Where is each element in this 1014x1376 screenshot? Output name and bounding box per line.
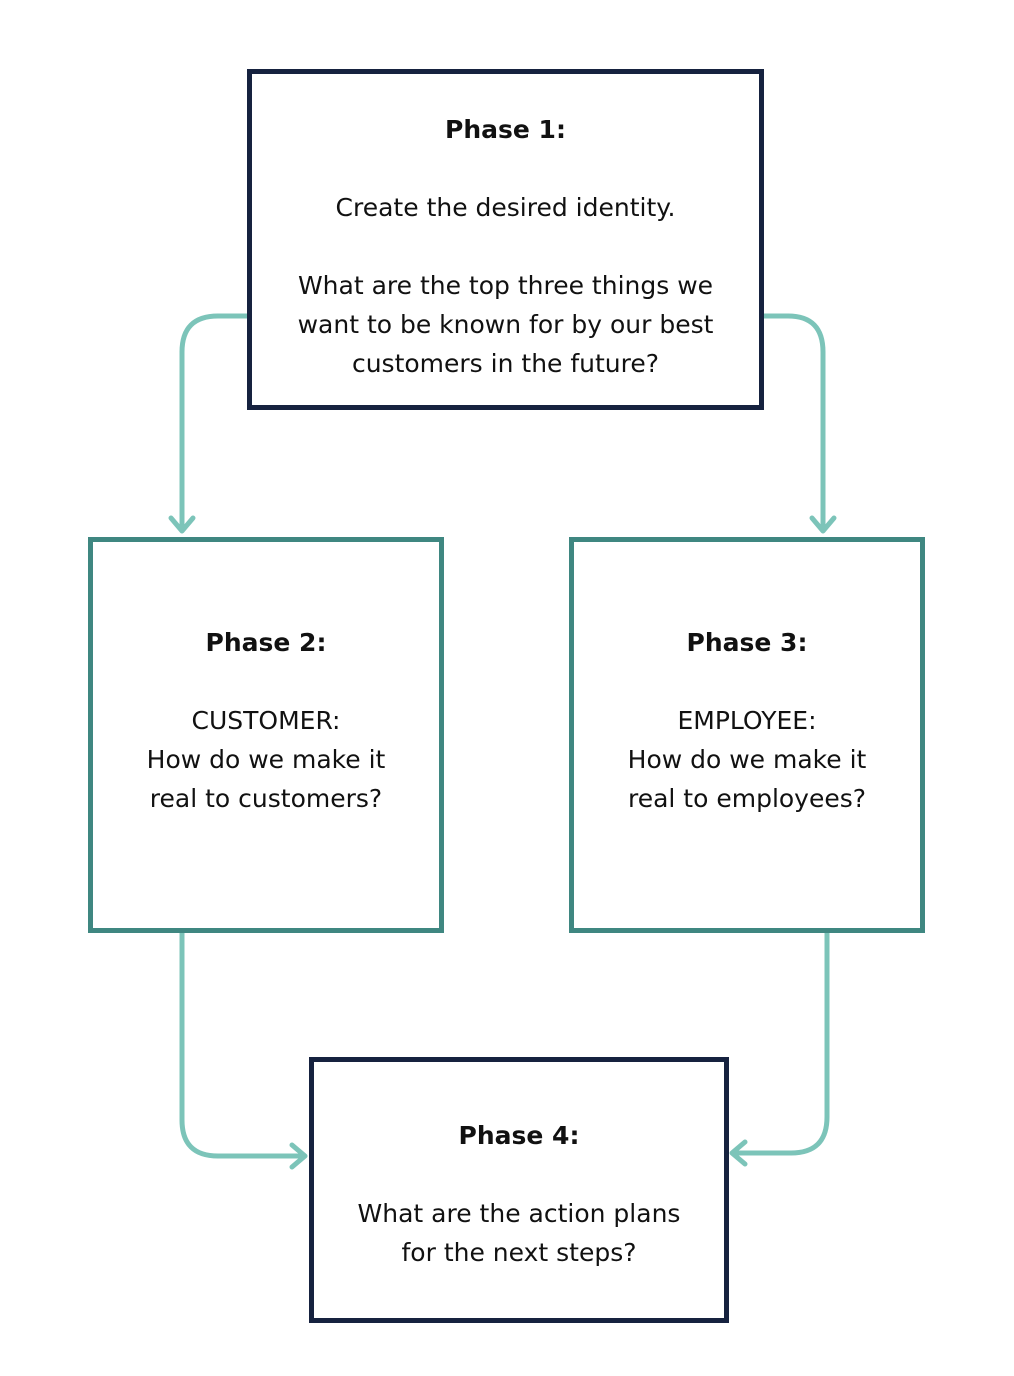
connector-phase2-to-phase4 bbox=[179, 930, 307, 1159]
phase-1-title: Phase 1: bbox=[445, 115, 566, 144]
phase-1-question-line: customers in the future? bbox=[351, 349, 660, 378]
phase-3-question-line: How do we make it bbox=[627, 745, 867, 774]
phase-3-question-line: real to employees? bbox=[627, 784, 867, 813]
arrowhead-phase4-left bbox=[289, 1142, 308, 1170]
phase-3-box: Phase 3: EMPLOYEE: How do we make it rea… bbox=[569, 537, 925, 933]
connector-phase3-to-phase4 bbox=[730, 930, 830, 1156]
phase-2-label: CUSTOMER: bbox=[191, 706, 341, 735]
phase-2-box: Phase 2: CUSTOMER: How do we make it rea… bbox=[88, 537, 444, 933]
phase-2-title: Phase 2: bbox=[205, 628, 327, 657]
phase-1-subtitle: Create the desired identity. bbox=[335, 193, 676, 222]
connector-phase1-to-phase2 bbox=[179, 313, 250, 533]
phase-3-title: Phase 3: bbox=[686, 628, 808, 657]
phase-4-title: Phase 4: bbox=[458, 1121, 580, 1150]
phase-1-box: Phase 1: Create the desired identity. Wh… bbox=[247, 69, 764, 410]
phase-4-question-line: What are the action plans bbox=[357, 1199, 681, 1228]
phase-2-question-line: real to customers? bbox=[149, 784, 383, 813]
phase-4-question-line: for the next steps? bbox=[401, 1238, 637, 1267]
phase-2-question-line: How do we make it bbox=[146, 745, 386, 774]
phase-4-box: Phase 4: What are the action plans for t… bbox=[309, 1057, 729, 1323]
arrowhead-phase2 bbox=[168, 515, 196, 534]
phase-1-question-line: want to be known for by our best bbox=[297, 310, 714, 339]
phase-3-label: EMPLOYEE: bbox=[677, 706, 817, 735]
phase-1-question-line: What are the top three things we bbox=[297, 271, 714, 300]
arrowhead-phase4-right bbox=[729, 1139, 748, 1167]
arrowhead-phase3 bbox=[809, 515, 837, 534]
connector-phase1-to-phase3 bbox=[761, 313, 826, 533]
